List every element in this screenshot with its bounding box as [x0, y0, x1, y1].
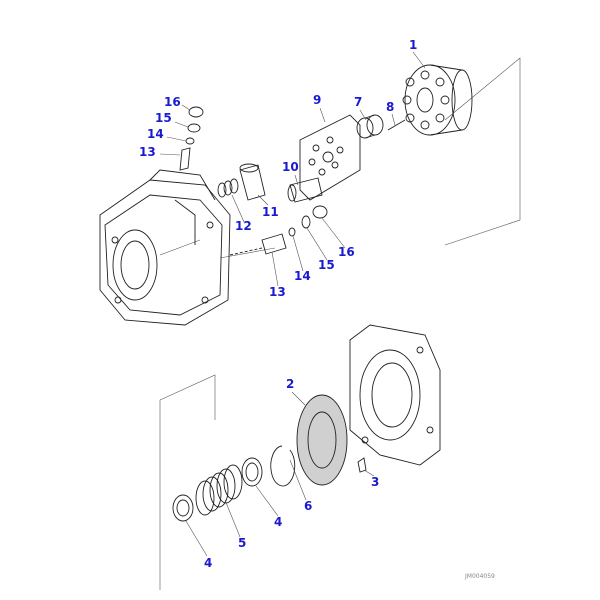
callout-13: 13 — [139, 145, 156, 159]
leader-lines — [159, 51, 426, 557]
plate — [296, 394, 348, 486]
callout-16: 16 — [338, 245, 355, 259]
snap-ring — [270, 445, 296, 487]
bearing — [356, 114, 384, 139]
washer — [172, 494, 194, 522]
callout-1: 1 — [409, 38, 418, 52]
callout-3: 3 — [371, 475, 380, 489]
callout-4: 4 — [204, 556, 213, 570]
callout-11: 11 — [262, 205, 279, 219]
callout-6: 6 — [304, 499, 313, 513]
callout-8: 8 — [386, 100, 395, 114]
callout-13: 13 — [269, 285, 286, 299]
valve-plate — [299, 114, 361, 201]
callout-15: 15 — [155, 111, 172, 125]
cover-housing — [349, 324, 441, 466]
callout-4: 4 — [274, 515, 283, 529]
spool — [287, 177, 323, 203]
callout-14: 14 — [147, 127, 164, 141]
callout-16: 16 — [164, 95, 181, 109]
callout-2: 2 — [286, 377, 295, 391]
washer — [241, 457, 263, 487]
callout-7: 7 — [354, 95, 363, 109]
spring-small — [217, 178, 239, 198]
plug-assembly-lower — [229, 205, 328, 256]
motor-housing — [99, 169, 231, 326]
callout-14: 14 — [294, 269, 311, 283]
plug-3 — [357, 457, 367, 473]
cylinder-block — [402, 64, 473, 136]
callout-10: 10 — [282, 160, 299, 174]
callout-9: 9 — [313, 93, 322, 107]
callout-5: 5 — [238, 536, 247, 550]
spring-large — [195, 464, 243, 516]
sleeve — [239, 163, 266, 201]
drawing-code: JM004059 — [465, 573, 495, 580]
callout-12: 12 — [235, 219, 252, 233]
callout-15: 15 — [318, 258, 335, 272]
pin — [387, 119, 406, 131]
plug-assembly-upper — [179, 106, 204, 171]
